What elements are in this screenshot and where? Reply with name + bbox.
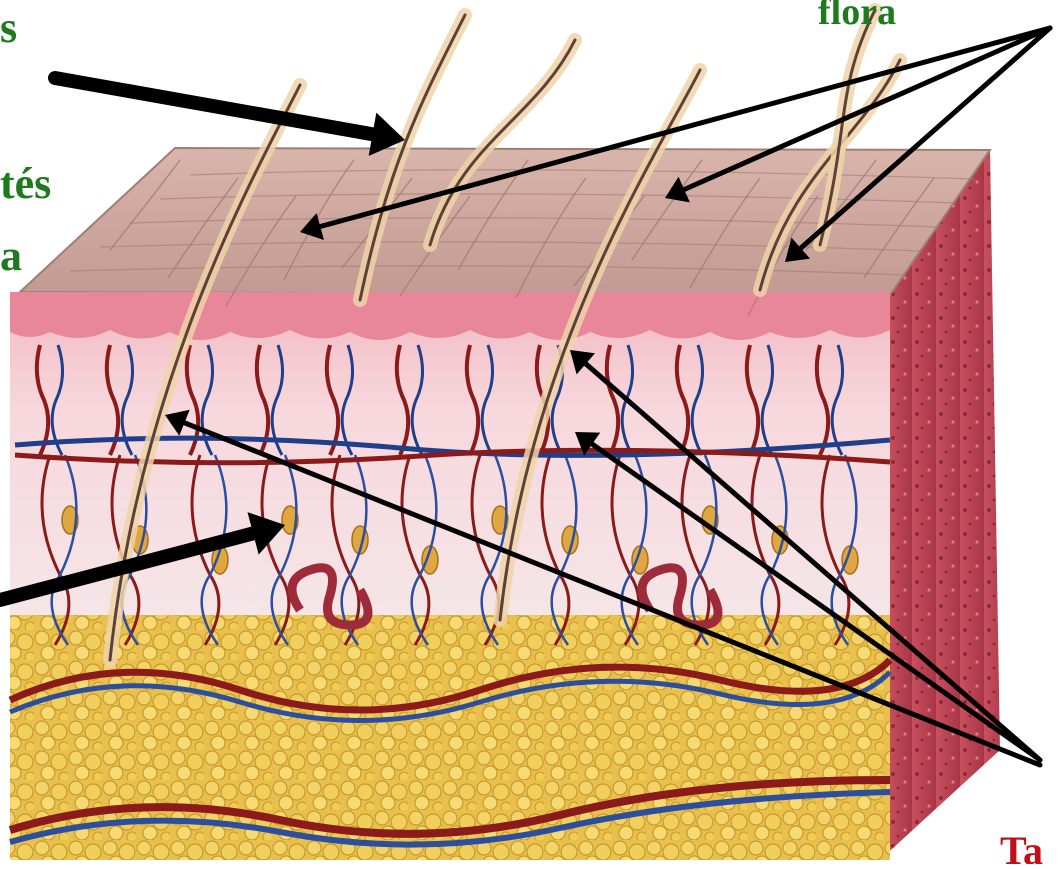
label-top-left-fragment: s (0, 3, 17, 52)
label-left-mid-2: a (0, 231, 22, 280)
bold-arrow-hair (55, 78, 373, 134)
skin-block (10, 10, 1000, 860)
label-flora: flora (818, 0, 896, 33)
label-left-mid-1: tés (0, 159, 51, 208)
epidermis-band (10, 292, 890, 340)
label-bottom-right: Ta (1000, 828, 1043, 864)
